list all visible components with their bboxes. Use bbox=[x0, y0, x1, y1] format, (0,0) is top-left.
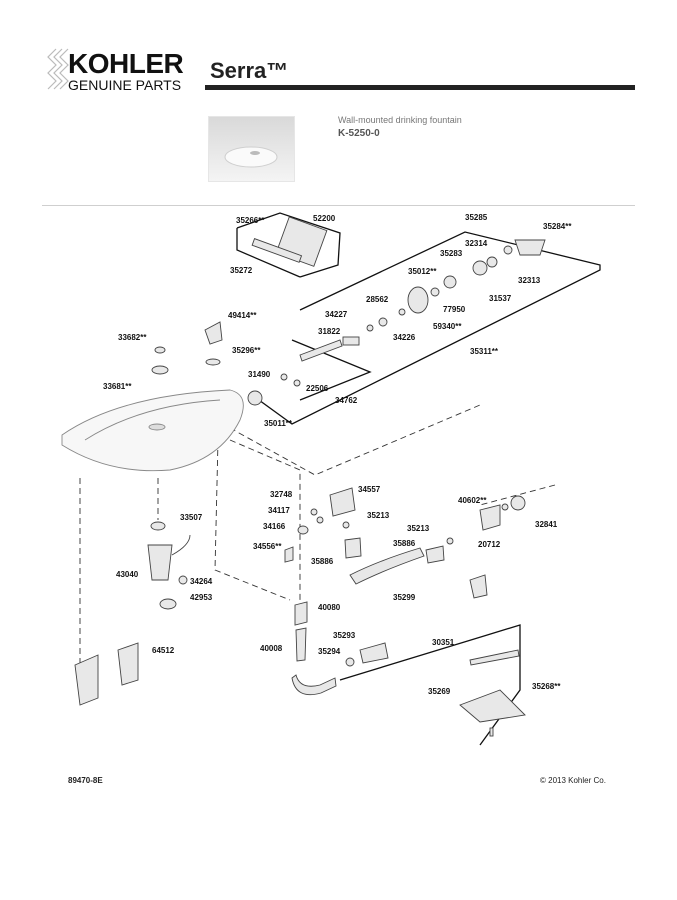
product-model-number: K-5250-0 bbox=[338, 128, 380, 139]
section-divider bbox=[42, 205, 635, 206]
part-label: 35269 bbox=[428, 687, 451, 696]
part-label: 77950 bbox=[443, 305, 466, 314]
product-thumbnail bbox=[208, 116, 295, 182]
copyright-notice: © 2013 Kohler Co. bbox=[540, 776, 606, 785]
part-label: 35293 bbox=[333, 631, 356, 640]
part-label: 35299 bbox=[393, 593, 416, 602]
part-label: 42953 bbox=[190, 593, 213, 602]
part-label: 31490 bbox=[248, 370, 271, 379]
part-label: 35011** bbox=[264, 419, 293, 428]
part-label: 40008 bbox=[260, 644, 283, 653]
part-label: 64512 bbox=[152, 646, 175, 655]
part-label: 35012** bbox=[408, 267, 437, 276]
part-label: 34556** bbox=[253, 542, 282, 551]
hidden-line-1 bbox=[229, 404, 481, 476]
part-label: 22506 bbox=[306, 384, 329, 393]
mount-strip bbox=[469, 649, 520, 666]
page-title: Serra™ bbox=[210, 58, 289, 83]
part-label: 49414** bbox=[228, 311, 257, 320]
part-label: 34557 bbox=[358, 485, 381, 494]
part-label: 40602** bbox=[458, 496, 487, 505]
part-label: 52200 bbox=[313, 214, 336, 223]
title-rule bbox=[205, 85, 635, 90]
part-label: 32748 bbox=[270, 490, 293, 499]
adapter-fitting bbox=[359, 642, 389, 664]
part-label: 33681** bbox=[103, 382, 132, 391]
brand-logo: KOHLER bbox=[68, 48, 184, 79]
part-label: 35213 bbox=[367, 511, 390, 520]
part-label: 33682** bbox=[118, 333, 147, 342]
hidden-line-2 bbox=[214, 439, 291, 601]
part-label: 35272 bbox=[230, 266, 253, 275]
part-label: 34227 bbox=[325, 310, 348, 319]
part-label: 35296** bbox=[232, 346, 261, 355]
part-label: 35285 bbox=[465, 213, 488, 222]
part-label: 35886 bbox=[393, 539, 416, 548]
stop-valve bbox=[479, 504, 501, 531]
part-label: 32313 bbox=[518, 276, 541, 285]
bubbler-head bbox=[204, 321, 223, 345]
part-label: 34117 bbox=[268, 506, 290, 515]
wall-hanger-right bbox=[117, 642, 139, 686]
part-label: 59340** bbox=[433, 322, 462, 331]
bracket-group-line bbox=[236, 212, 341, 278]
part-label: 35294 bbox=[318, 647, 341, 656]
brand-subtitle: GENUINE PARTS bbox=[68, 77, 182, 93]
part-label: 30351 bbox=[432, 638, 455, 647]
part-label: 20712 bbox=[478, 540, 501, 549]
part-label: 31537 bbox=[489, 294, 512, 303]
document-number: 89470-8E bbox=[68, 776, 103, 785]
part-label: 35268** bbox=[532, 682, 561, 691]
bracket-plate bbox=[275, 216, 328, 267]
part-label: 28562 bbox=[366, 295, 389, 304]
tee-fitting bbox=[329, 487, 356, 517]
part-label: 34762 bbox=[335, 396, 358, 405]
part-label: 40080 bbox=[318, 603, 341, 612]
part-label: 31822 bbox=[318, 327, 341, 336]
part-label: 35213 bbox=[407, 524, 430, 533]
valve-group-line bbox=[251, 231, 601, 425]
part-label: 34264 bbox=[190, 577, 213, 586]
part-label: 35283 bbox=[440, 249, 463, 258]
fountain-basin bbox=[61, 389, 244, 472]
kohler-logo-mark bbox=[47, 48, 69, 90]
wall-hanger-left bbox=[74, 654, 99, 706]
product-description: Wall-mounted drinking fountain bbox=[338, 115, 462, 125]
part-label: 35284** bbox=[543, 222, 572, 231]
p-trap bbox=[147, 544, 173, 581]
mount-group-line bbox=[339, 624, 521, 746]
part-label: 35311** bbox=[470, 347, 499, 356]
mount-plate bbox=[459, 689, 526, 723]
handle-lever bbox=[514, 239, 546, 256]
part-label: 35266** bbox=[236, 216, 265, 225]
part-label: 34166 bbox=[263, 522, 286, 531]
part-label: 32841 bbox=[535, 520, 558, 529]
part-label: 43040 bbox=[116, 570, 139, 579]
elbow-tube bbox=[291, 674, 337, 696]
bracket-strip bbox=[251, 238, 303, 263]
part-label: 33507 bbox=[180, 513, 203, 522]
part-label: 35886 bbox=[311, 557, 334, 566]
part-label: 34226 bbox=[393, 333, 416, 342]
supply-tube bbox=[349, 547, 425, 585]
part-label: 32314 bbox=[465, 239, 488, 248]
